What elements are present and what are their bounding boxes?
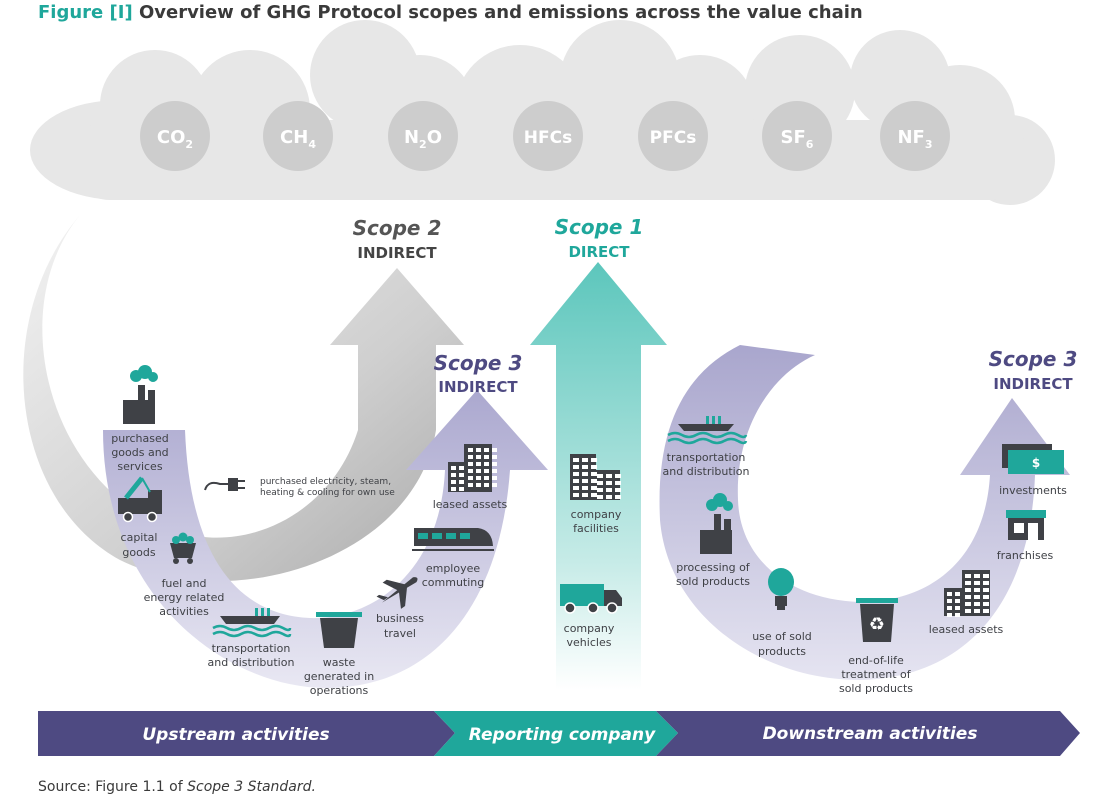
reporting-label: Reporting company xyxy=(469,725,656,745)
scope3-upstream-subtitle: INDIRECT xyxy=(438,378,518,396)
figure-label: Figure [I] xyxy=(38,2,133,23)
label-investments: investments xyxy=(999,484,1067,497)
upstream-label: Upstream activities xyxy=(142,725,329,745)
plug-icon xyxy=(204,478,245,491)
downstream-ship-icon xyxy=(667,416,748,445)
ship-icon xyxy=(212,608,292,638)
downstream-building-icon xyxy=(944,570,990,617)
scope2-label: Scope 2 INDIRECT xyxy=(353,216,442,262)
svg-text:PFCs: PFCs xyxy=(650,128,697,148)
coal-cart-icon xyxy=(170,532,196,564)
truck-icon xyxy=(560,584,622,614)
scope1-title: Scope 1 xyxy=(555,215,644,239)
gas-ch4: CH4 xyxy=(263,101,333,171)
recycle-bin-icon: ♻ xyxy=(856,598,898,642)
scope3-upstream-title: Scope 3 xyxy=(434,351,523,375)
svg-text:♻: ♻ xyxy=(869,614,885,635)
scope1-label: Scope 1 DIRECT xyxy=(555,215,644,261)
crane-truck-icon xyxy=(118,476,162,523)
downstream-factory-icon xyxy=(700,493,733,554)
scope2-title: Scope 2 xyxy=(353,216,442,240)
label-downstream-leased: leased assets xyxy=(929,623,1004,636)
company-building-icon xyxy=(570,454,621,500)
label-upstream-leased: leased assets xyxy=(433,498,508,511)
gas-hfcs: HFCs xyxy=(513,101,583,171)
figure-title: Figure [I] Overview of GHG Protocol scop… xyxy=(38,2,863,23)
reporting-segment xyxy=(434,711,678,756)
dollar-sign: $ xyxy=(1032,456,1040,470)
airplane-icon xyxy=(376,577,418,609)
downstream-segment xyxy=(656,711,1080,756)
scope1-subtitle: DIRECT xyxy=(568,243,630,261)
scope2-subtitle: INDIRECT xyxy=(357,244,437,262)
scope3-downstream-label: Scope 3 INDIRECT xyxy=(989,347,1078,393)
gas-sf6: SF6 xyxy=(762,101,832,171)
source-title: Scope 3 Standard. xyxy=(187,779,316,795)
train-icon xyxy=(412,528,494,551)
svg-text:SF6: SF6 xyxy=(781,127,814,151)
scope3-downstream-subtitle: INDIRECT xyxy=(993,375,1073,393)
source-note: Source: Figure 1.1 of Scope 3 Standard. xyxy=(38,779,316,795)
figure-title-text: Overview of GHG Protocol scopes and emis… xyxy=(138,2,863,23)
scope2-arrow xyxy=(23,215,464,582)
gas-nf3: NF3 xyxy=(880,101,950,171)
source-prefix: Source: Figure 1.1 of xyxy=(38,779,188,795)
gas-pfcs: PFCs xyxy=(638,101,708,171)
upstream-segment xyxy=(38,711,455,756)
factory-icon xyxy=(123,365,158,424)
downstream-label: Downstream activities xyxy=(763,724,978,744)
money-icon: $ xyxy=(1002,444,1064,474)
scope3-upstream-label: Scope 3 INDIRECT xyxy=(434,351,523,396)
svg-text:N2O: N2O xyxy=(404,127,442,151)
svg-text:HFCs: HFCs xyxy=(524,128,572,148)
scope3-downstream-title: Scope 3 xyxy=(989,347,1078,371)
svg-text:NF3: NF3 xyxy=(897,127,932,151)
gas-list: CO2 CH4 N2O HFCs PFCs SF6 NF3 xyxy=(140,101,950,171)
svg-text:CO2: CO2 xyxy=(157,127,193,151)
dumpster-icon xyxy=(316,612,362,648)
lightbulb-icon xyxy=(768,568,794,610)
activity-bar: Upstream activities Reporting company Do… xyxy=(38,711,1080,756)
gas-n2o: N2O xyxy=(388,101,458,171)
label-electricity: purchased electricity, steam,heating & c… xyxy=(260,477,395,498)
building-icon xyxy=(448,444,497,492)
label-franchises: franchises xyxy=(997,549,1054,562)
svg-text:CH4: CH4 xyxy=(280,127,316,151)
storefront-icon xyxy=(1006,510,1046,540)
gas-co2: CO2 xyxy=(140,101,210,171)
scope3-upstream-arrow xyxy=(103,390,548,689)
